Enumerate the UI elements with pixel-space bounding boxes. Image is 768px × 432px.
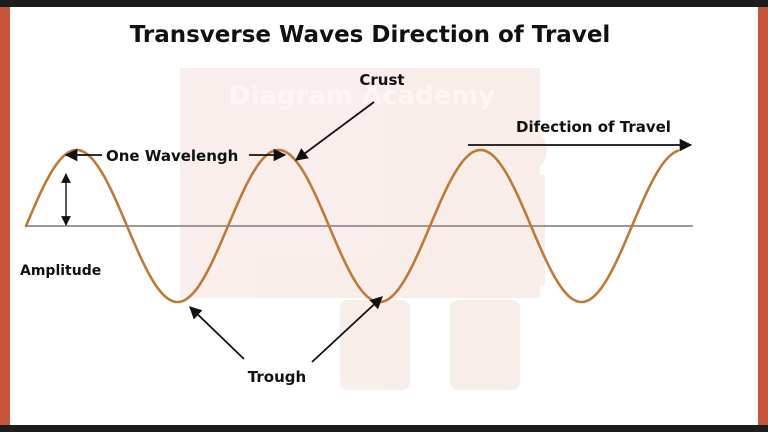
trough-label: Trough xyxy=(248,368,306,386)
right-border xyxy=(758,7,768,425)
top-border xyxy=(0,0,768,7)
trough-arrow-left xyxy=(189,306,245,360)
crust-arrow xyxy=(294,101,375,161)
bottom-border xyxy=(0,425,768,432)
watermark-graphic xyxy=(180,68,547,390)
transverse-wave xyxy=(24,148,680,304)
left-border xyxy=(0,7,10,425)
wavelength-label: One Wavelengh xyxy=(106,147,238,165)
crust-label: Crust xyxy=(359,71,404,89)
diagram-title: Transverse Waves Direction of Travel xyxy=(130,22,611,48)
direction-label: Difection of Travel xyxy=(516,118,671,136)
watermark-text: Diagram Academy xyxy=(229,81,496,111)
trough-arrow-right xyxy=(311,296,383,363)
amplitude-label: Amplitude xyxy=(20,263,101,279)
